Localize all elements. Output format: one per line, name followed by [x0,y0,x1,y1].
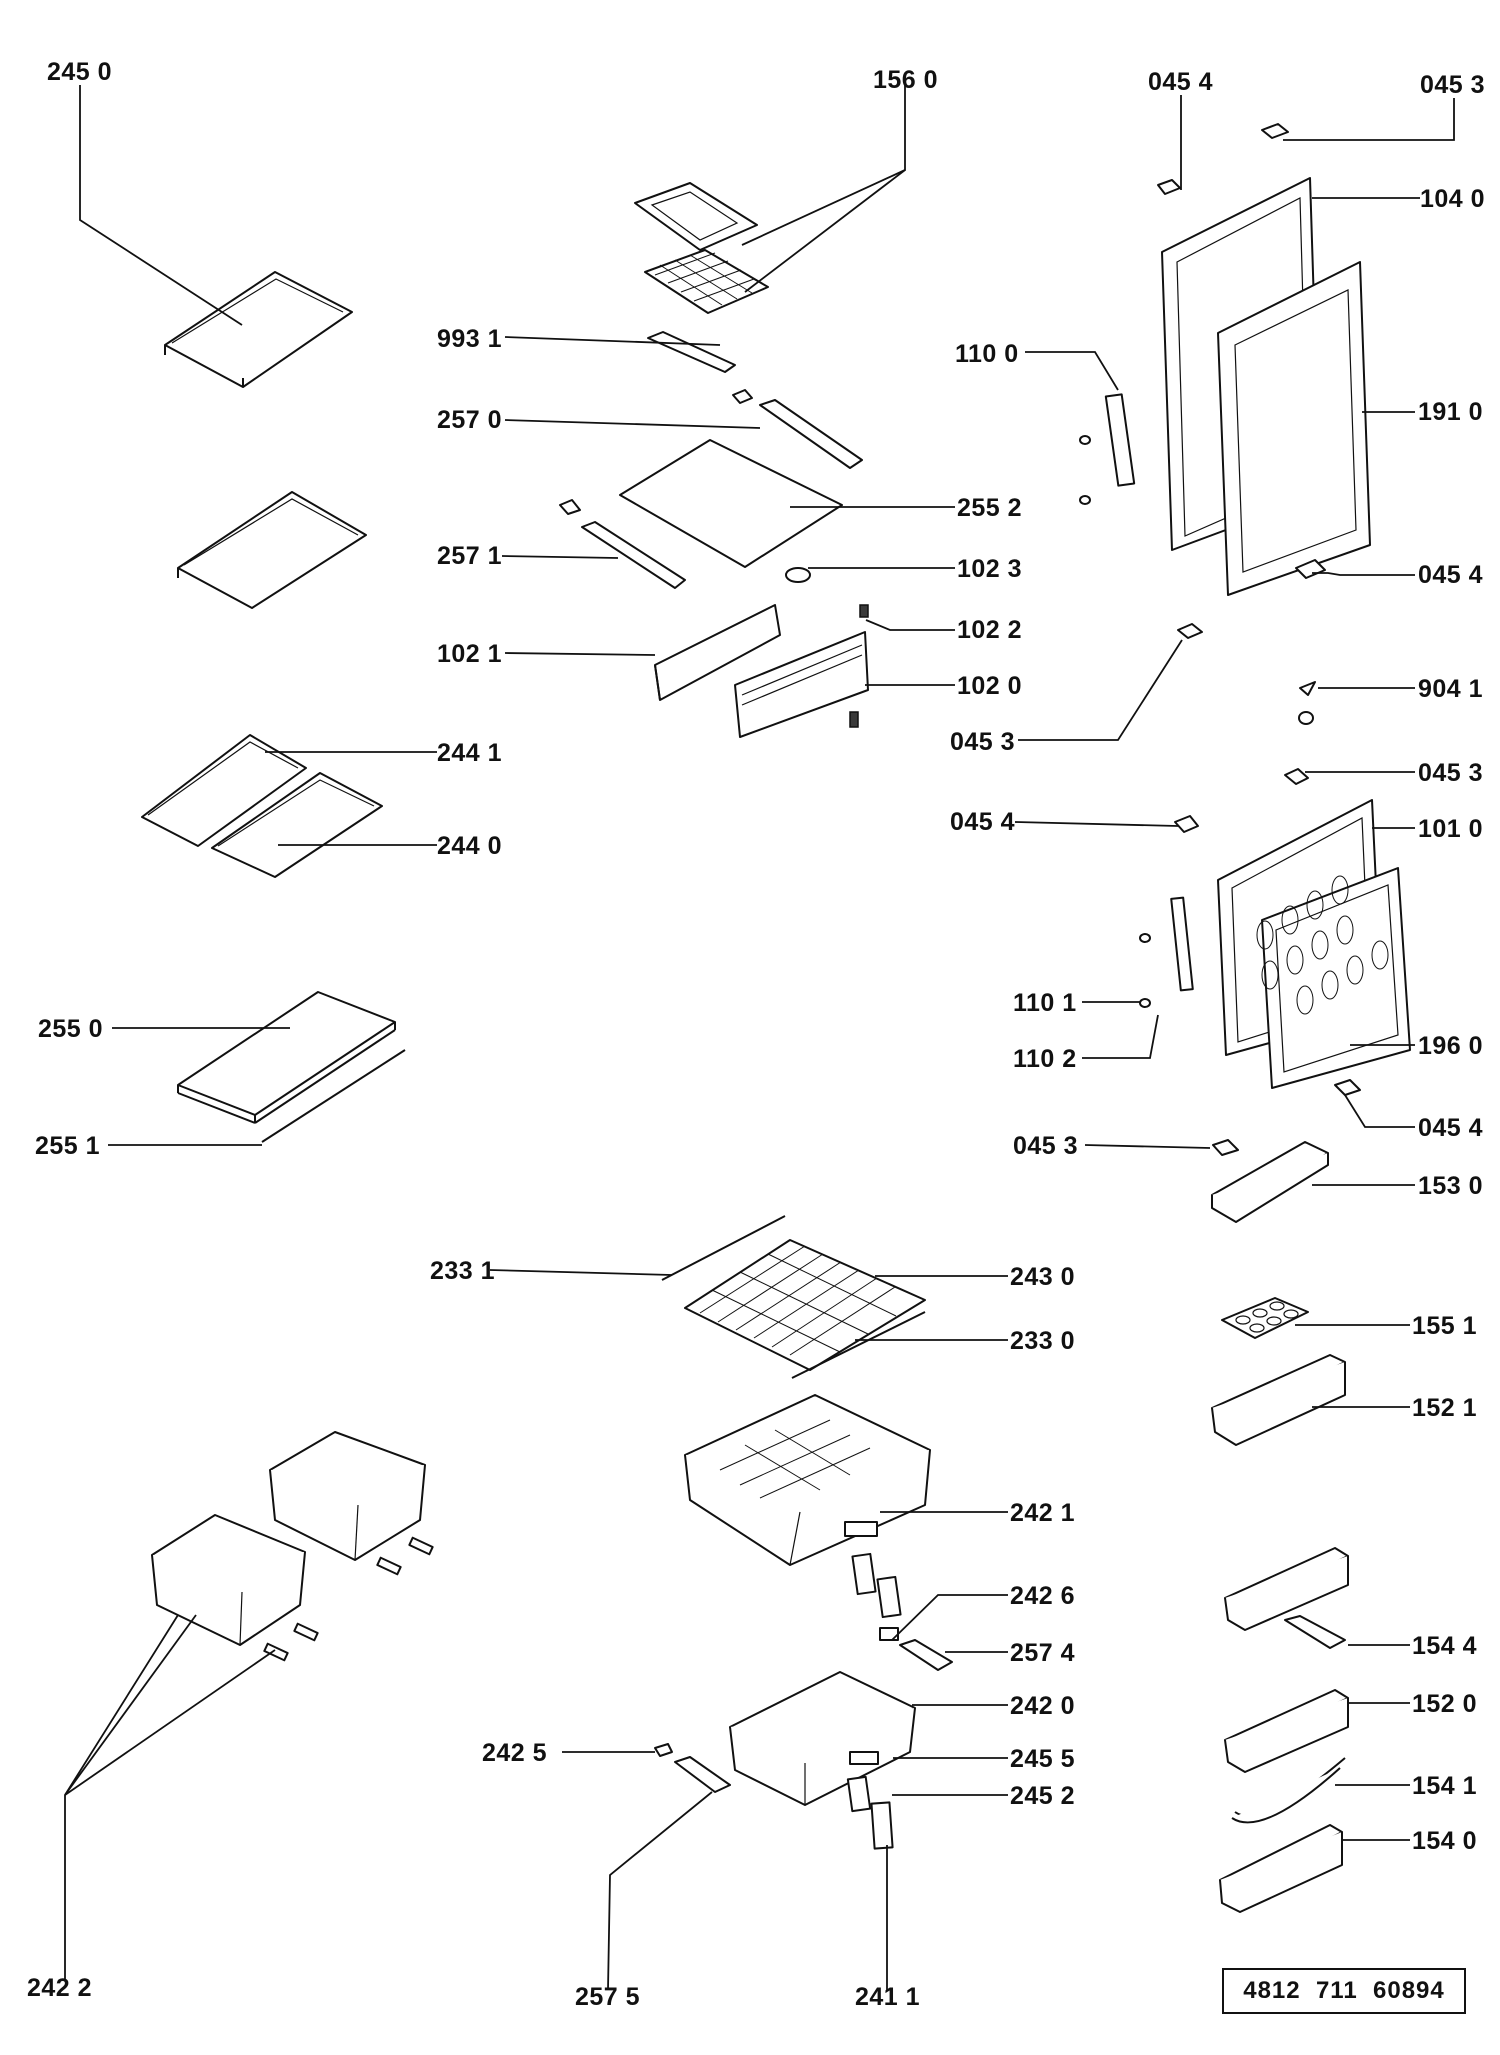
label-1520: 152 0 [1412,1690,1477,1718]
label-9041: 904 1 [1418,675,1483,703]
label-2450: 245 0 [47,58,112,86]
label-2570: 257 0 [437,406,502,434]
label-2330: 233 0 [1010,1327,1075,1355]
label-0454-left: 045 4 [950,808,1015,836]
label-0453-right: 045 3 [1418,759,1483,787]
split-shelves-2441-2440-drawing [141,734,383,878]
crisper-bins-2422-drawing [151,1431,434,1662]
ice-tray-1560-drawing [634,182,769,314]
label-1023: 102 3 [957,555,1022,583]
part-labels: 245 0 156 0 045 4 045 3 104 0 993 1 110 … [27,58,1485,2011]
freezer-rails-drawing [559,331,863,589]
label-1960: 196 0 [1418,1032,1483,1060]
bottle-racks-drawing [1219,1547,1349,1913]
label-2411: 241 1 [855,1983,920,2011]
drawer-2421-drawing [684,1394,953,1671]
label-2552: 255 2 [957,494,1022,522]
label-1101: 110 1 [1013,989,1077,1017]
label-0454-mid: 045 4 [1418,561,1483,589]
lid-frame-1020-drawing [654,604,869,738]
label-2420: 242 0 [1010,1692,1075,1720]
label-1021: 102 1 [437,640,502,668]
label-2421: 242 1 [1010,1499,1075,1527]
label-1530: 153 0 [1418,1172,1483,1200]
label-1544: 154 4 [1412,1632,1477,1660]
label-1560: 156 0 [873,66,938,94]
label-2575: 257 5 [575,1983,640,2011]
shelf-2450-drawing [164,271,353,388]
label-1040: 104 0 [1420,185,1485,213]
label-1022: 102 2 [957,616,1022,644]
label-1521: 152 1 [1412,1394,1477,1422]
label-0454-top: 045 4 [1148,68,1213,96]
label-1100: 110 0 [955,340,1019,368]
label-2452: 245 2 [1010,1782,1075,1810]
door-balcony-1521-drawing [1211,1354,1346,1446]
label-1910: 191 0 [1418,398,1483,426]
label-2426: 242 6 [1010,1582,1075,1610]
label-1010: 101 0 [1418,815,1483,843]
egg-tray-1551-drawing [1221,1297,1309,1339]
label-1102: 110 2 [1013,1045,1077,1073]
label-2331: 233 1 [430,1257,495,1285]
label-0453-mid: 045 3 [950,728,1015,756]
document-number-box: 4812 711 60894 [1222,1968,1466,2014]
label-2430: 243 0 [1010,1263,1075,1291]
hinge-brackets-drawing [1157,123,1361,1156]
glass-plate-2550-drawing [177,991,406,1143]
drawer-2420-drawing [654,1671,916,1850]
document-number: 4812 711 60894 [1243,1977,1445,2004]
wire-shelf-2430-drawing [661,1215,926,1379]
door-tray-1530-drawing [1211,1141,1329,1223]
label-0453-top: 045 3 [1420,71,1485,99]
leader-lines [64,85,1455,1991]
label-0453-low: 045 3 [1013,1132,1078,1160]
label-2574: 257 4 [1010,1639,1075,1667]
label-2455: 245 5 [1010,1745,1075,1773]
label-2550: 255 0 [38,1015,103,1043]
shelf-second-drawing [177,491,367,609]
label-1020: 102 0 [957,672,1022,700]
freezer-door-1010-drawing [1139,799,1411,1089]
label-1541: 154 1 [1412,1772,1477,1800]
label-0454-low: 045 4 [1418,1114,1483,1142]
label-2441: 244 1 [437,739,502,767]
label-2440: 244 0 [437,832,502,860]
label-2422: 242 2 [27,1974,92,2002]
label-2551: 255 1 [35,1132,100,1160]
label-1540: 154 0 [1412,1827,1477,1855]
label-2571: 257 1 [437,542,502,570]
door-1040-drawing [1079,177,1371,596]
label-2425: 242 5 [482,1739,547,1767]
label-1551: 155 1 [1412,1312,1477,1340]
label-9931: 993 1 [437,325,502,353]
